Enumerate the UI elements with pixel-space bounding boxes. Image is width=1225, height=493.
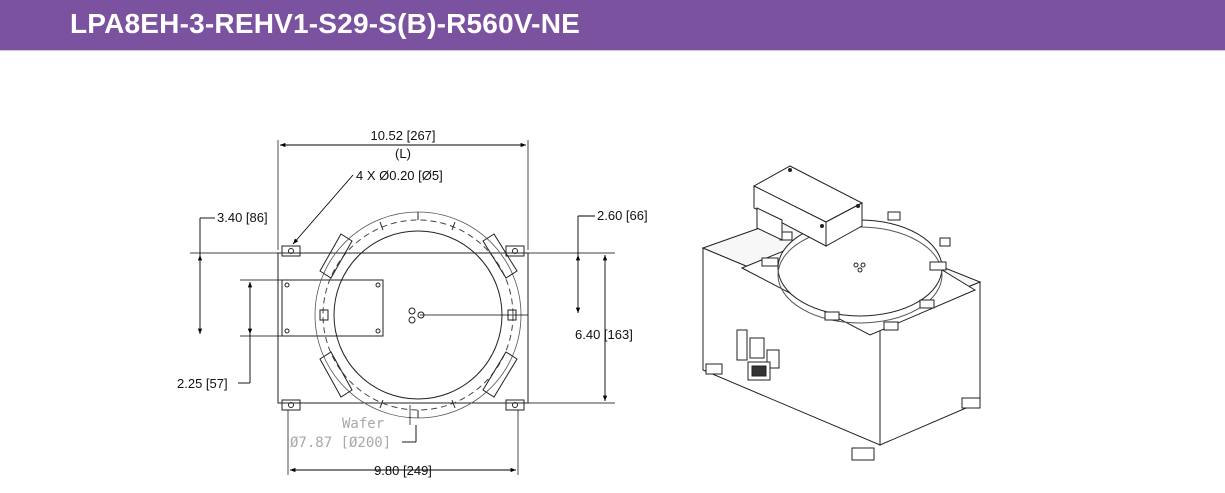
screw: [375, 282, 381, 288]
mount-hole: [288, 248, 294, 254]
mount-tab: [505, 399, 525, 411]
clip: [761, 257, 779, 267]
left-offset-dimension: 3.40 [86]: [217, 210, 268, 225]
foot: [705, 363, 723, 375]
screw: [375, 328, 381, 334]
housing-stem: [756, 207, 783, 241]
dimension-lines: [197, 142, 608, 473]
guide-bracket: [482, 233, 518, 279]
mount-tab: [505, 245, 525, 257]
header-bar: LPA8EH-3-REHV1-S29-S(B)-R560V-NE: [0, 0, 1225, 50]
housing-side: [825, 202, 863, 247]
connector-box: [281, 279, 384, 337]
length-dimension: 10.52 [267]: [370, 128, 435, 143]
mount-hole: [512, 402, 518, 408]
page-title: LPA8EH-3-REHV1-S29-S(B)-R560V-NE: [70, 8, 581, 39]
right-offset-dimension: 2.60 [66]: [597, 208, 648, 223]
length-note: (L): [395, 146, 411, 161]
panel-connector: [736, 329, 748, 361]
foot: [961, 397, 981, 409]
header-divider: [0, 50, 1225, 51]
mount-hole: [512, 248, 518, 254]
mount-tab: [281, 399, 301, 411]
wafer-label: Wafer: [342, 416, 384, 432]
height-dimension: 6.40 [163]: [575, 327, 633, 342]
center-hole: [857, 267, 863, 273]
center-hole: [853, 262, 859, 268]
guide-pin: [319, 309, 329, 321]
base-plate-outline: [277, 252, 529, 404]
extension-lines: [190, 140, 615, 475]
lower-offset-dimension: 2.25 [57]: [177, 376, 228, 391]
center-hole: [408, 316, 416, 324]
foot: [851, 447, 875, 461]
clip: [939, 237, 951, 247]
wafer-diameter: Ø7.87 [Ø200]: [290, 435, 391, 451]
clip: [824, 311, 840, 321]
guide-bracket: [319, 233, 353, 279]
isometric-view: [701, 165, 982, 461]
clip: [887, 211, 901, 221]
clip: [929, 261, 947, 271]
clip: [883, 321, 899, 331]
holes-dimension: 4 X Ø0.20 [Ø5]: [356, 168, 443, 183]
panel-connector: [749, 337, 765, 359]
screw: [284, 282, 290, 288]
guide-bracket: [482, 351, 518, 398]
screw: [284, 328, 290, 334]
mount-tab: [281, 245, 301, 257]
power-socket: [751, 365, 767, 377]
center-hole: [860, 262, 866, 268]
base-width-dimension: 9.80 [249]: [374, 463, 432, 478]
mount-hole: [288, 402, 294, 408]
center-hole: [408, 307, 416, 315]
guide-bracket: [319, 351, 353, 398]
clip: [919, 299, 935, 309]
